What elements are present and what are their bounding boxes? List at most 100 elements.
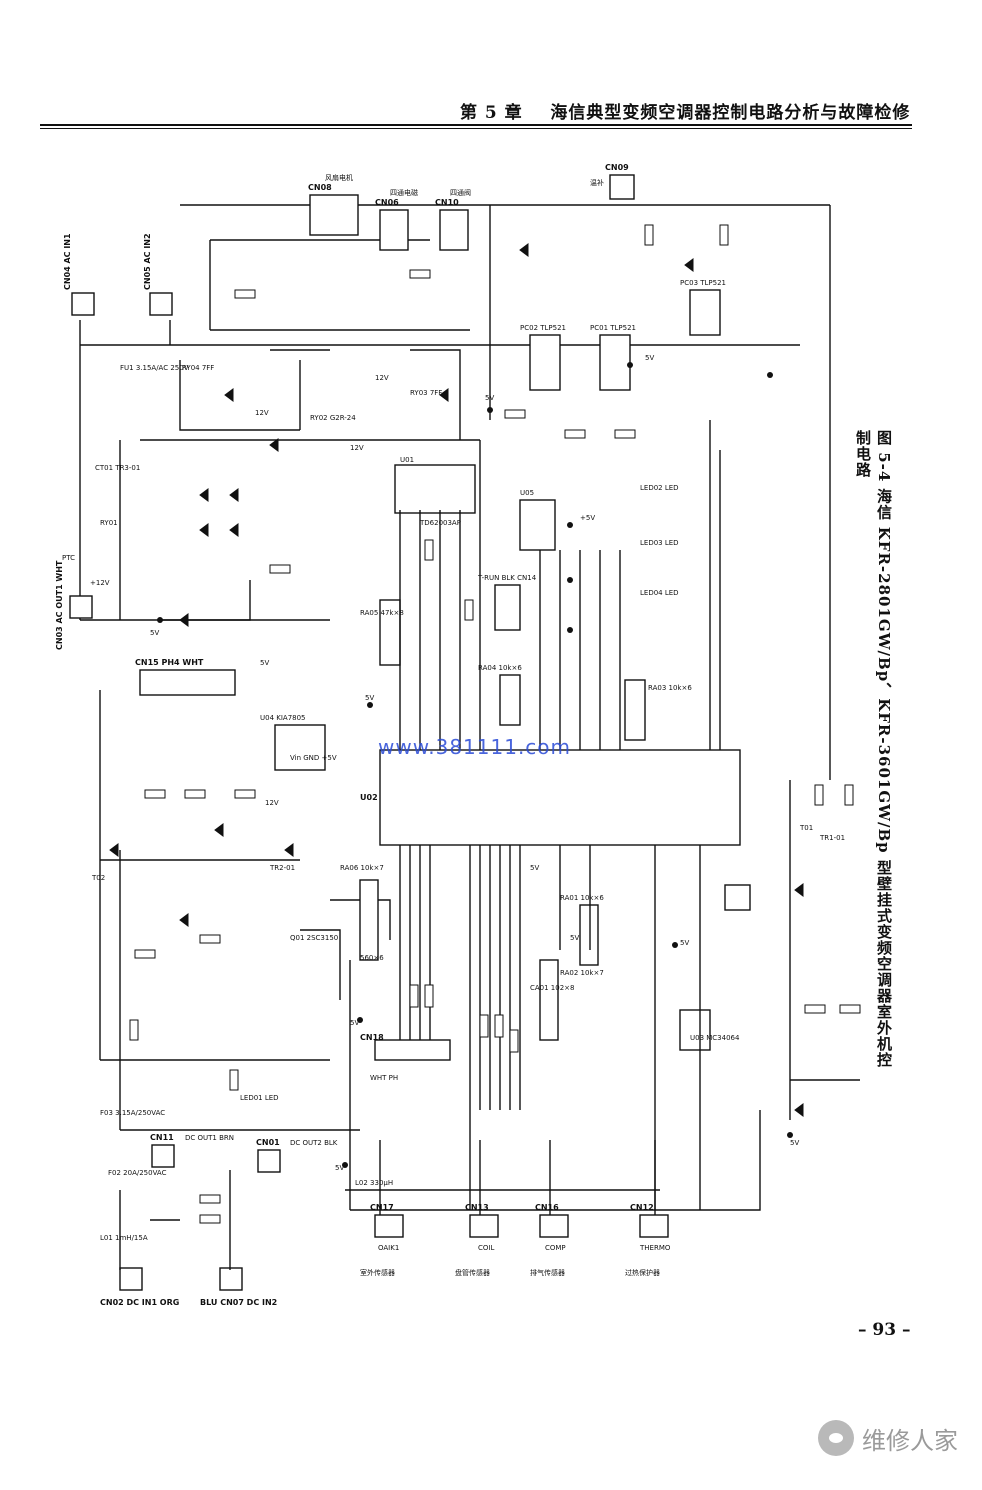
cn09-label: CN09 (605, 163, 629, 172)
chapter-number: 第 5 章 (460, 103, 523, 123)
header-rule-thin (40, 128, 912, 129)
rail-plus12v: +12V (90, 579, 110, 587)
cn06-label: CN06 (375, 198, 399, 207)
cn10-name: 四通阀 (450, 188, 471, 197)
ct01-label: CT01 TR3-01 (95, 464, 140, 472)
l01-label: L01 1mH/15A (100, 1234, 148, 1242)
rail-5v-h: 5V (335, 1164, 344, 1172)
ca01-label: CA01 102×8 (530, 984, 575, 992)
rail-5v-e: 5V (365, 694, 374, 702)
cn12-label: CN12 (630, 1203, 654, 1212)
ra06-label: RA06 10k×7 (340, 864, 384, 872)
watermark-brand: 维修人家 (862, 1426, 958, 1455)
ry02-label: RY02 G2R-24 (310, 414, 356, 422)
tr1-label: TR1-01 (819, 834, 845, 842)
fu1-label: FU1 3.15A/AC 250V (120, 364, 189, 372)
u02-label: U02 (360, 793, 378, 802)
ry01-label: RY01 (100, 519, 118, 527)
u04-label: U04 KIA7805 (260, 714, 306, 722)
sensor-pin-coil: COIL (478, 1244, 494, 1252)
cn02-label: CN02 DC IN1 ORG (100, 1298, 179, 1307)
led02-label: LED02 LED (640, 484, 679, 492)
u01-label: U01 (400, 456, 414, 464)
page-number: – 93 – (858, 1320, 911, 1340)
rail-5v-f: 5V (530, 864, 539, 872)
rail-12v-a: 12V (255, 409, 269, 417)
cn01-label: CN01 (256, 1138, 280, 1147)
cn09-name: 温补 (590, 178, 604, 187)
cn17-label: CN17 (370, 1203, 394, 1212)
wechat-icon (818, 1420, 854, 1456)
cn06-name: 四通电磁 (390, 188, 418, 197)
header-rule (40, 124, 912, 126)
pc03-label: PC03 TLP521 (680, 279, 726, 287)
rail-5v-g: 5V (350, 1019, 359, 1027)
ra02-label: RA02 10k×7 (560, 969, 604, 977)
u03-label: U03 MC34064 (690, 1034, 740, 1042)
l02-label: L02 330μH (355, 1179, 393, 1187)
ra05-label: RA05 47k×8 (360, 609, 404, 617)
cn11-desc: DC OUT1 BRN (185, 1134, 234, 1142)
cn04-label: CN04 AC IN1 (63, 233, 72, 290)
cn03-label: CN03 AC OUT1 WHT (55, 560, 64, 650)
sensor-oaik: 室外传感器 (360, 1268, 395, 1277)
cn14-label: T-RUN BLK CN14 (477, 574, 537, 582)
led01-label: LED01 LED (240, 1094, 279, 1102)
cn11-label: CN11 (150, 1133, 174, 1142)
q01-label: Q01 2SC3150 (290, 934, 338, 942)
cn13-label: CN13 (465, 1203, 489, 1212)
schematic-diagram: CN04 AC IN1 CN05 AC IN2 CN03 AC OUT1 WHT… (55, 163, 861, 1307)
f02-label: F02 20A/250VAC (108, 1169, 167, 1177)
t01-label: T01 (799, 824, 813, 832)
watermark-logo: 维修人家 (818, 1420, 958, 1456)
ry03-label: RY03 7FF (410, 389, 442, 397)
rail-5v-i: 5V (570, 934, 579, 942)
cn16-label: CN16 (535, 1203, 559, 1212)
cn08-name: 风扇电机 (325, 173, 353, 182)
cn07-label: BLU CN07 DC IN2 (200, 1298, 277, 1307)
rail-12v-b: 12V (375, 374, 389, 382)
ptc-label: PTC (62, 554, 75, 562)
chapter-title: 海信典型变频空调器控制电路分析与故障检修 (550, 103, 911, 123)
pc02-label: PC02 TLP521 (520, 324, 566, 332)
r560-label: 560×6 (360, 954, 384, 962)
rail-5v-b: 5V (485, 394, 494, 402)
sensor-comp: 排气传感器 (530, 1268, 565, 1277)
ry04-label: RY04 7FF (182, 364, 214, 372)
watermark-url: www.381111.com (378, 735, 572, 759)
cn10-label: CN10 (435, 198, 459, 207)
ra01-label: RA01 10k×6 (560, 894, 604, 902)
tr2-label: TR2-01 (269, 864, 295, 872)
figure-caption: 图 5-4 海信 KFR-2801GW/Bp、KFR-3601GW/Bp 型壁挂… (854, 430, 893, 1068)
u04-pins: Vin GND +5V (290, 754, 337, 762)
f03-label: F03 3.15A/250VAC (100, 1109, 165, 1117)
sensor-pin-thermo: THERMO (639, 1244, 671, 1252)
cn05-label: CN05 AC IN2 (143, 233, 152, 290)
cn18-colors: WHT PH (370, 1074, 398, 1082)
rail-5v-c: 5V (645, 354, 654, 362)
cn18-label: CN18 (360, 1033, 384, 1042)
led03-label: LED03 LED (640, 539, 679, 547)
chapter-header: 第 5 章 海信典型变频空调器控制电路分析与故障检修 (460, 98, 910, 123)
rail-5v: 5V (150, 629, 159, 637)
cn15-label: CN15 PH4 WHT (135, 658, 204, 667)
sensor-pin-oaik: OAIK1 (378, 1244, 399, 1252)
rail-5v-j: 5V (680, 939, 689, 947)
rail-5v-k: 5V (790, 1139, 799, 1147)
ra03-label: RA03 10k×6 (648, 684, 692, 692)
u05-label: U05 (520, 489, 534, 497)
sensor-thermo: 过热保护器 (625, 1268, 660, 1277)
rail-plus5v: +5V (580, 514, 595, 522)
ra04-label: RA04 10k×6 (478, 664, 522, 672)
t02-label: T02 (91, 874, 105, 882)
cn08-label: CN08 (308, 183, 332, 192)
u01-part: TD62003AP (419, 519, 461, 527)
pc01-label: PC01 TLP521 (590, 324, 636, 332)
cn01-desc: DC OUT2 BLK (290, 1139, 338, 1147)
sensor-coil: 盘管传感器 (455, 1268, 490, 1277)
led04-label: LED04 LED (640, 589, 679, 597)
rail-12v-c: 12V (350, 444, 364, 452)
rail-12v-d: 12V (265, 799, 279, 807)
sensor-pin-comp: COMP (545, 1244, 566, 1252)
rail-5v-d: 5V (260, 659, 269, 667)
